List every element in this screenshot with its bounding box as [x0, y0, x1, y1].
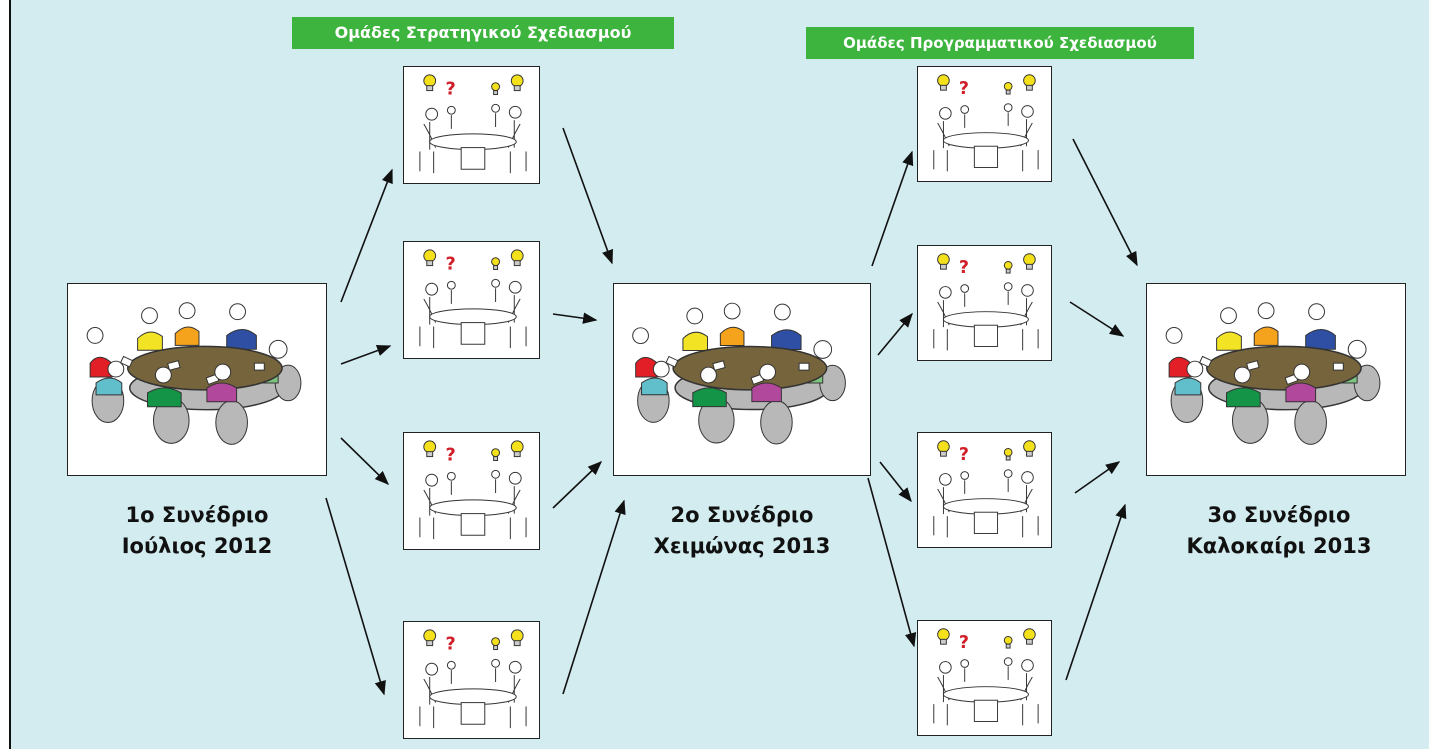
arrow-s2-c2: [552, 312, 598, 324]
lightbulb-icon: [510, 249, 524, 267]
programmatic-groups-header: Ομάδες Προγραμματικού Σχεδιασμού: [806, 27, 1194, 59]
lightbulb-icon: [423, 249, 437, 267]
conference-1-date: Ιούλιος 2012: [121, 534, 273, 558]
arrow-p1-c3: [1072, 138, 1138, 267]
small-group-meeting-icon: ?: [933, 74, 1039, 172]
lightbulb-icon: [1023, 628, 1036, 645]
conference-meeting-icon: [86, 302, 302, 445]
conference-1-illustration: [67, 283, 327, 476]
arrow-p2-c3: [1069, 301, 1125, 337]
arrow-c2-p2: [877, 312, 913, 356]
lightbulb-icon: [1003, 447, 1013, 461]
question-mark-icon: ?: [959, 258, 969, 278]
small-group-meeting-icon: ?: [419, 440, 527, 540]
small-group-meeting-icon: ?: [419, 74, 527, 174]
conference-3-label: 3ο Συνέδριο Καλοκαίρι 2013: [1161, 500, 1397, 562]
lightbulb-icon: [1003, 260, 1013, 274]
programmatic-group-4: ?: [917, 620, 1052, 736]
strategic-group-1: ?: [403, 66, 540, 184]
small-group-meeting-icon: ?: [419, 249, 527, 349]
lightbulb-icon: [423, 74, 437, 92]
programmatic-group-3: ?: [917, 432, 1052, 548]
small-group-meeting-icon: ?: [933, 253, 1039, 351]
lightbulb-icon: [1023, 253, 1036, 270]
lightbulb-icon: [510, 74, 524, 92]
conference-3-date: Καλοκαίρι 2013: [1186, 534, 1372, 558]
question-mark-icon: ?: [445, 635, 455, 655]
question-mark-icon: ?: [959, 633, 969, 653]
conference-1-title: 1ο Συνέδριο: [125, 503, 269, 527]
small-group-meeting-icon: ?: [933, 440, 1039, 538]
lightbulb-icon: [1003, 81, 1013, 95]
conference-3-title: 3ο Συνέδριο: [1207, 503, 1351, 527]
lightbulb-icon: [1023, 74, 1036, 91]
conference-3-illustration: [1146, 283, 1406, 476]
lightbulb-icon: [1023, 440, 1036, 457]
arrow-c2-p4: [867, 477, 917, 648]
question-mark-icon: ?: [445, 255, 455, 275]
strategic-group-3: ?: [403, 432, 540, 550]
arrow-p4-c3: [1065, 503, 1127, 681]
arrow-c2-p3: [879, 461, 912, 503]
small-group-meeting-icon: ?: [933, 628, 1039, 726]
strategic-group-4: ?: [403, 621, 540, 739]
arrow-p3-c3: [1074, 461, 1121, 494]
question-mark-icon: ?: [959, 445, 969, 465]
lightbulb-icon: [491, 637, 501, 651]
conference-meeting-icon: [1165, 302, 1381, 445]
programmatic-group-1: ?: [917, 66, 1052, 182]
arrow-c1-s3: [340, 437, 390, 486]
lightbulb-icon: [491, 448, 501, 462]
strategic-group-2: ?: [403, 241, 540, 359]
conference-2-label: 2ο Συνέδριο Χειμώνας 2013: [637, 500, 847, 562]
lightbulb-icon: [1003, 635, 1013, 649]
conference-1-label: 1ο Συνέδριο Ιούλιος 2012: [97, 500, 297, 562]
lightbulb-icon: [510, 440, 524, 458]
lightbulb-icon: [937, 253, 950, 270]
arrow-s1-c2: [562, 127, 613, 265]
lightbulb-icon: [937, 628, 950, 645]
lightbulb-icon: [510, 629, 524, 647]
question-mark-icon: ?: [445, 80, 455, 100]
small-group-meeting-icon: ?: [419, 629, 527, 729]
arrow-c2-p1: [871, 150, 914, 267]
conference-meeting-icon: [632, 302, 846, 445]
lightbulb-icon: [423, 440, 437, 458]
arrow-c1-s4: [325, 497, 386, 696]
conference-2-illustration: [613, 283, 871, 476]
question-mark-icon: ?: [445, 446, 455, 466]
arrow-s3-c2: [552, 461, 603, 509]
arrow-c1-s2: [340, 345, 392, 365]
programmatic-group-2: ?: [917, 245, 1052, 361]
conference-2-date: Χειμώνας 2013: [653, 534, 831, 558]
conference-2-title: 2ο Συνέδριο: [670, 503, 814, 527]
strategic-groups-header: Ομάδες Στρατηγικού Σχεδιασμού: [292, 17, 674, 49]
lightbulb-icon: [937, 74, 950, 91]
lightbulb-icon: [491, 82, 501, 96]
arrow-s4-c2: [562, 499, 626, 695]
lightbulb-icon: [491, 257, 501, 271]
arrow-c1-s1: [340, 168, 393, 303]
lightbulb-icon: [937, 440, 950, 457]
lightbulb-icon: [423, 629, 437, 647]
question-mark-icon: ?: [959, 79, 969, 99]
